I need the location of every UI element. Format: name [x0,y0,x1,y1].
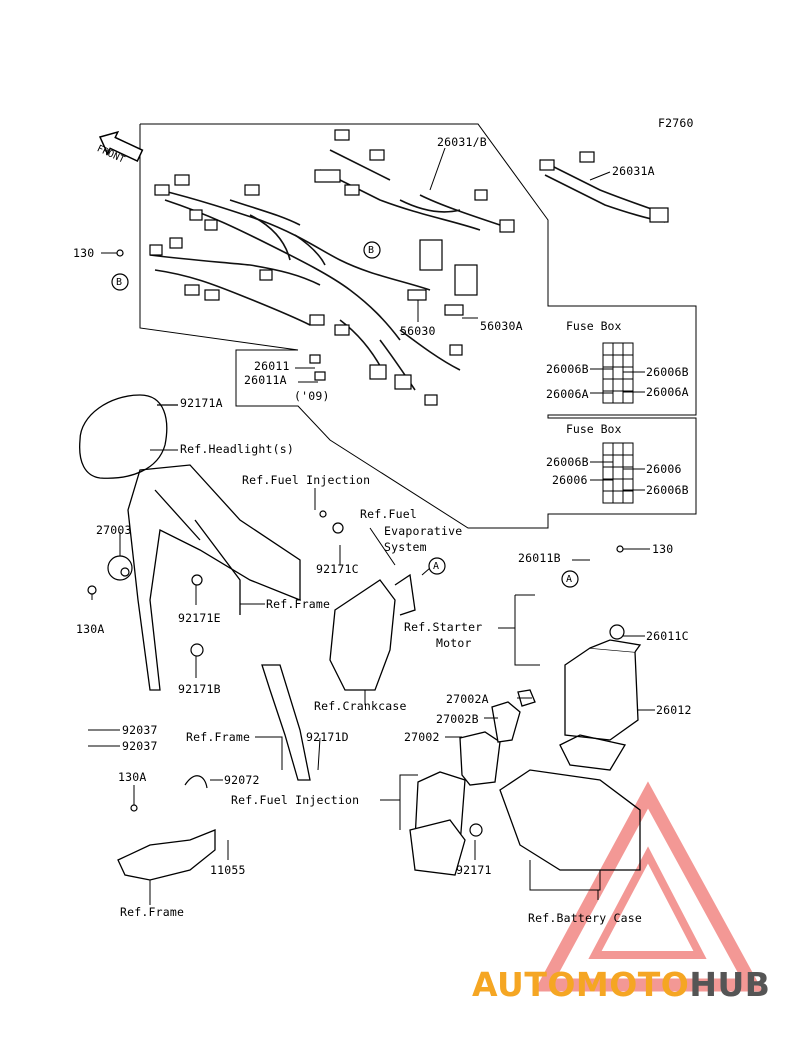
part-92171a: 92171A [180,396,223,410]
battery-shape [564,639,642,741]
fuse-box-2-title: Fuse Box [566,422,622,436]
circle-a-1: A [433,561,440,572]
part-130a-1: 130A [76,622,105,636]
part-92171b: 92171B [178,682,221,696]
watermark-text-1: AUTOMOTO [472,965,690,1004]
fuse-box-1-left-1: 26006B [546,362,589,376]
part-92171: 92171 [456,863,492,877]
figure-code: F2760 [658,116,694,130]
circle-b-mid: B [368,245,375,256]
fuse-box-1-right-2: 26006A [646,385,689,399]
frame-shape [127,464,301,691]
fuse-box-2-right-2: 26006B [646,483,689,497]
part-26011: 26011 [254,359,290,373]
ecu-blocks [409,689,536,876]
leader-lines [88,147,655,905]
part-130-top: 130 [73,246,95,260]
part-92037-2: 92037 [122,739,158,753]
fuse-box-2-left-1: 26006B [546,455,589,469]
part-92171e: 92171E [178,611,221,625]
fuse-box-1-grid [590,342,645,404]
part-26011a: 26011A [244,373,287,387]
lower-bracket [117,829,216,881]
harness-connectors [149,129,669,406]
circle-a-2: A [566,574,573,585]
ref-crankcase: Ref.Crankcase [314,699,407,713]
part-27002: 27002 [404,730,440,744]
part-92037-1: 92037 [122,723,158,737]
fasteners [87,249,625,837]
part-130-right: 130 [652,542,674,556]
ref-starter-1: Ref.Starter [404,620,483,634]
ref-headlight: Ref.Headlight(s) [180,442,294,456]
part-26011b: 26011B [518,551,561,565]
fuse-box-1-title: Fuse Box [566,319,622,333]
watermark-text-2: HUB [689,965,771,1004]
main-wiring-harness [149,149,666,391]
ref-frame-1: Ref.Frame [266,597,331,611]
callout-circles [111,241,579,588]
frame-rear-part [261,664,311,781]
part-92072: 92072 [224,773,260,787]
front-arrow-icon [98,130,144,163]
ref-fuel-evap-1: Ref.Fuel [360,507,417,521]
battery-case-shape [499,734,641,871]
ref-fuel-evap-3: System [384,540,427,554]
part-92171d: 92171D [306,730,349,744]
fuse-box-1-left-2: 26006A [546,387,589,401]
part-27002a: 27002A [446,692,489,706]
part-11055: 11055 [210,863,246,877]
crankcase-shape [329,573,416,691]
ref-fuel-injection-1: Ref.Fuel Injection [242,473,371,487]
part-56030: 56030 [400,324,436,338]
fuse-box-1-right-1: 26006B [646,365,689,379]
part-26031-b: 26031/B [437,135,487,149]
year-note-09: ('09) [294,389,330,403]
part-26011c: 26011C [646,629,689,643]
fuse-box-2-grid [590,442,645,504]
ref-frame-2: Ref.Frame [186,730,251,744]
harness-frame [139,123,697,529]
fuse-box-2-left-2: 26006 [552,473,588,487]
headlight-shape [79,394,178,479]
ref-fuel-evap-2: Evaporative [384,524,463,538]
part-92171c: 92171C [316,562,359,576]
ref-frame-3: Ref.Frame [120,905,185,919]
part-130a-2: 130A [118,770,147,784]
circle-b-top: B [116,277,123,288]
fuse-box-2-right-1: 26006 [646,462,682,476]
part-27002b: 27002B [436,712,479,726]
part-26012: 26012 [656,703,692,717]
part-26031a: 26031A [612,164,655,178]
watermark-logo: AUTOMOTOHUB [472,965,770,1004]
ref-fuel-injection-2: Ref.Fuel Injection [231,793,360,807]
part-56030a: 56030A [480,319,523,333]
ref-starter-2: Motor [436,636,472,650]
ref-battery-case: Ref.Battery Case [528,911,642,925]
part-27003: 27003 [96,523,132,537]
